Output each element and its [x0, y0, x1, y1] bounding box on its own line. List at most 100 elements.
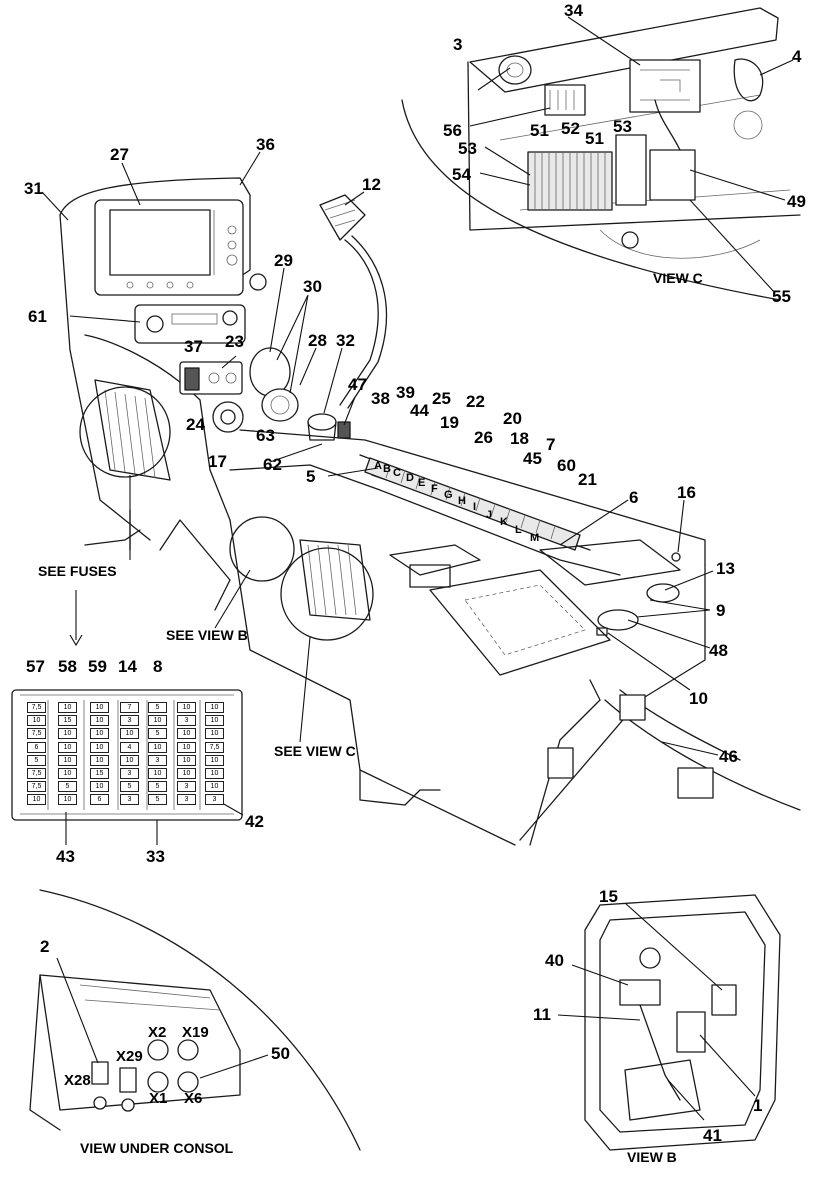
- fuse-cell: 10: [120, 754, 139, 766]
- switch-label-h: H: [458, 495, 466, 507]
- fuse-cell: 10: [177, 754, 196, 766]
- callout-60: 60: [557, 456, 576, 475]
- fuse-cell: 15: [58, 715, 77, 727]
- fuse-cell: 7,5: [27, 768, 46, 779]
- callout-1: 1: [753, 1096, 763, 1115]
- callout-7: 7: [546, 435, 556, 454]
- switch-label-e: E: [418, 477, 426, 489]
- fuse-cell: 6: [90, 794, 109, 806]
- fuse-cell: 10: [205, 754, 224, 766]
- callout-36: 36: [256, 135, 275, 154]
- callout-9: 9: [716, 601, 726, 620]
- callout-22: 22: [466, 392, 485, 411]
- callout-8: 8: [153, 657, 163, 676]
- callout-44: 44: [410, 401, 429, 420]
- fuse-cell: 10: [148, 768, 167, 779]
- callout-57: 57: [26, 657, 45, 676]
- switch-label-c: C: [393, 467, 401, 479]
- callout-58: 58: [58, 657, 77, 676]
- callout-10: 10: [689, 689, 708, 708]
- callout-51-left: 51: [530, 121, 549, 140]
- fuse-cell: 7,5: [27, 728, 46, 740]
- view-under-console-caption: VIEW UNDER CONSOL: [80, 1140, 234, 1156]
- fuse-cell: 10: [148, 715, 167, 727]
- callout-12: 12: [362, 175, 381, 194]
- connector-x2-label: X2: [148, 1024, 167, 1041]
- callout-5: 5: [306, 467, 316, 486]
- callout-17: 17: [208, 452, 227, 471]
- fuse-cell: 10: [148, 741, 167, 753]
- callout-59: 59: [88, 657, 107, 676]
- callout-37: 37: [184, 337, 203, 356]
- see-view-b-caption: SEE VIEW B: [166, 627, 248, 643]
- fuse-cell: 10: [205, 781, 224, 793]
- callout-28: 28: [308, 331, 327, 350]
- callout-43: 43: [56, 847, 75, 866]
- fuse-cell: 4: [120, 741, 139, 753]
- fuse-cell: 10: [58, 754, 77, 766]
- fuse-cell: 5: [148, 794, 167, 806]
- fuse-cell: 10: [27, 715, 46, 727]
- callout-6: 6: [629, 488, 639, 507]
- fuse-cell: 5: [27, 754, 46, 766]
- fuse-cell: 10: [205, 728, 224, 740]
- callout-18: 18: [510, 429, 529, 448]
- callout-21: 21: [578, 470, 597, 489]
- callout-23: 23: [225, 332, 244, 351]
- fuse-cell: 5: [58, 781, 77, 793]
- callout-45: 45: [523, 449, 542, 468]
- fuse-cell: 7,5: [27, 702, 46, 713]
- fuse-cell: 10: [90, 715, 109, 727]
- fuse-cell: 3: [177, 715, 196, 727]
- fuse-cell: 3: [120, 768, 139, 779]
- connector-x6-label: X6: [184, 1090, 203, 1107]
- callout-52: 52: [561, 119, 580, 138]
- view-b-inset: [557, 894, 781, 1151]
- callout-41: 41: [703, 1126, 722, 1145]
- callout-14: 14: [118, 657, 137, 676]
- callout-53-top: 53: [613, 117, 632, 136]
- callout-32: 32: [336, 331, 355, 350]
- switch-label-j: J: [486, 509, 493, 521]
- callout-39: 39: [396, 383, 415, 402]
- fuse-cell: 10: [90, 781, 109, 793]
- see-fuses-caption: SEE FUSES: [38, 563, 117, 579]
- callout-42: 42: [245, 812, 264, 831]
- see-view-c-caption: SEE VIEW C: [274, 743, 356, 759]
- fuse-cell: 5: [148, 781, 167, 793]
- callout-16: 16: [677, 483, 696, 502]
- fuse-cell: 10: [90, 754, 109, 766]
- fuse-cell: 10: [58, 741, 77, 753]
- fuse-cell: 3: [148, 754, 167, 766]
- fuse-cell: 10: [205, 702, 224, 713]
- switch-label-m: M: [530, 532, 540, 544]
- switch-label-k: K: [500, 516, 508, 528]
- callout-46: 46: [719, 747, 738, 766]
- view-c-inset: [401, 7, 801, 301]
- fuse-cell: 10: [177, 728, 196, 740]
- connector-x29-label: X29: [116, 1048, 143, 1065]
- switch-label-g: G: [444, 489, 453, 501]
- fuse-cell: 10: [90, 728, 109, 740]
- callout-56: 56: [443, 121, 462, 140]
- fuse-cell: 3: [177, 781, 196, 793]
- fuse-cell: 7,5: [27, 781, 46, 793]
- fuse-cell: 10: [177, 741, 196, 753]
- fuse-cell: 15: [90, 768, 109, 779]
- callout-50: 50: [271, 1044, 290, 1063]
- callout-38: 38: [371, 389, 390, 408]
- callout-40: 40: [545, 951, 564, 970]
- fuse-cell: 6: [27, 741, 46, 753]
- fuse-cell: 10: [90, 702, 109, 713]
- callout-11: 11: [533, 1005, 551, 1024]
- callout-62: 62: [263, 455, 282, 474]
- view-under-console: [29, 889, 361, 1151]
- callout-33: 33: [146, 847, 165, 866]
- fuse-cell: 10: [205, 768, 224, 779]
- fuse-cell: 3: [205, 794, 224, 806]
- fuse-cell: 7: [120, 702, 139, 713]
- fuse-cell: 3: [177, 794, 196, 806]
- callout-leaders: [41, 16, 794, 845]
